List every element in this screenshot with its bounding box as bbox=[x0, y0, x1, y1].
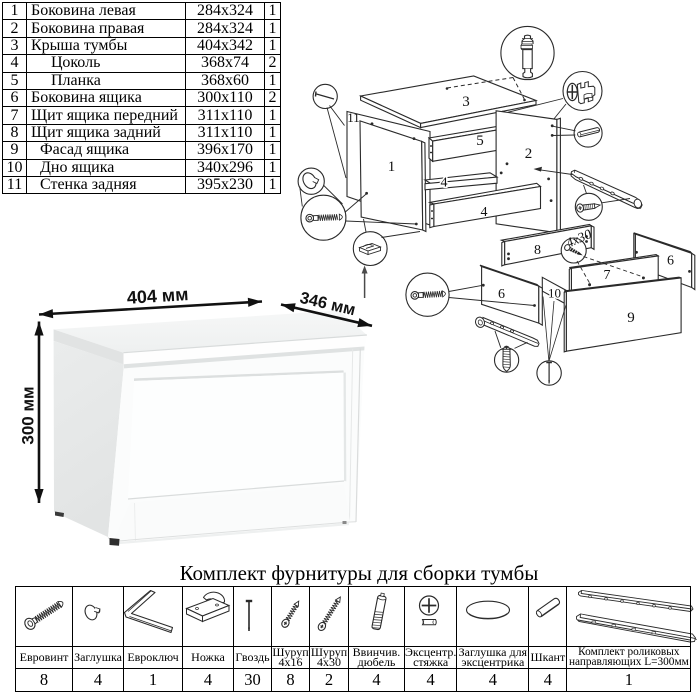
svg-text:300 мм: 300 мм bbox=[19, 386, 38, 444]
svg-text:1: 1 bbox=[388, 159, 396, 175]
svg-text:8: 8 bbox=[534, 243, 541, 258]
svg-text:6: 6 bbox=[667, 254, 674, 269]
svg-text:6: 6 bbox=[498, 287, 505, 302]
svg-text:5: 5 bbox=[476, 133, 484, 149]
svg-text:10: 10 bbox=[548, 286, 561, 301]
svg-text:404 мм: 404 мм bbox=[126, 284, 189, 308]
svg-text:3: 3 bbox=[462, 94, 470, 110]
svg-text:4: 4 bbox=[441, 176, 448, 191]
svg-text:9: 9 bbox=[627, 310, 635, 326]
svg-text:2: 2 bbox=[525, 146, 533, 162]
svg-text:7: 7 bbox=[604, 268, 611, 283]
svg-text:4: 4 bbox=[481, 205, 488, 220]
svg-text:11: 11 bbox=[347, 110, 360, 125]
